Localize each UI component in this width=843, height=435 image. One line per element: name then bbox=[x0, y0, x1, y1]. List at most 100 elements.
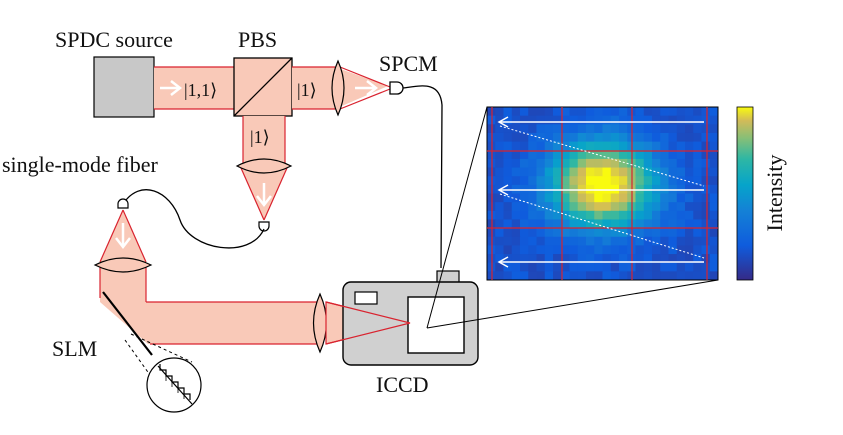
heatmap-cell bbox=[594, 236, 603, 246]
heatmap-cell bbox=[553, 124, 562, 134]
heatmap-cell bbox=[660, 254, 669, 264]
heatmap-cell bbox=[528, 107, 537, 117]
heatmap-cell bbox=[561, 132, 570, 143]
heatmap-cell bbox=[660, 219, 669, 229]
heatmap-cell bbox=[635, 254, 645, 264]
heatmap-cell bbox=[569, 262, 579, 272]
heatmap-cell bbox=[511, 141, 521, 151]
heatmap-cell bbox=[676, 115, 686, 125]
heatmap-cell bbox=[544, 254, 554, 264]
heatmap-cell bbox=[553, 271, 562, 280]
heatmap-cell bbox=[685, 132, 694, 143]
heatmap-cell bbox=[553, 176, 562, 186]
heatmap-cell bbox=[610, 210, 620, 220]
slm-panel bbox=[102, 291, 153, 356]
heatmap-cell bbox=[643, 176, 653, 186]
heatmap-cell bbox=[528, 271, 537, 280]
heatmap-cell bbox=[511, 132, 521, 143]
heatmap-cell bbox=[619, 254, 628, 264]
heatmap-cell bbox=[544, 236, 554, 246]
heatmap-cell bbox=[553, 132, 562, 143]
heatmap-cell bbox=[709, 132, 718, 143]
heatmap-cell bbox=[544, 219, 554, 229]
heatmap-cell bbox=[586, 176, 595, 186]
heatmap-cell bbox=[577, 228, 587, 238]
heatmap-cell bbox=[553, 202, 562, 212]
heatmap-cell bbox=[520, 262, 529, 272]
heatmap-cell bbox=[693, 115, 702, 125]
heatmap-cell bbox=[602, 107, 612, 117]
heatmap-cell bbox=[643, 254, 653, 264]
heatmap-cell bbox=[652, 167, 661, 177]
heatmap-cell bbox=[503, 141, 513, 151]
heatmap-cell bbox=[536, 271, 546, 280]
colorbar-label: Intensity bbox=[762, 155, 787, 232]
heatmap-cell bbox=[577, 115, 587, 125]
heatmap-cell bbox=[709, 184, 718, 194]
heatmap-cell bbox=[643, 167, 653, 177]
heatmap-cell bbox=[685, 167, 694, 177]
heatmap-cell bbox=[544, 202, 554, 212]
heatmap-cell bbox=[569, 202, 579, 212]
heatmap-cell bbox=[586, 124, 595, 134]
heatmap-cell bbox=[503, 210, 513, 220]
heatmap-cell bbox=[652, 271, 661, 280]
heatmap-cell bbox=[511, 202, 521, 212]
heatmap-cell bbox=[643, 115, 653, 125]
heatmap-cell bbox=[520, 124, 529, 134]
heatmap-cell bbox=[709, 158, 718, 169]
heatmap-cell bbox=[676, 176, 686, 186]
heatmap-cell bbox=[635, 132, 645, 143]
heatmap-cell bbox=[594, 271, 603, 280]
heatmap-cell bbox=[511, 236, 521, 246]
heatmap-cell bbox=[701, 262, 711, 272]
heatmap-cell bbox=[643, 219, 653, 229]
heatmap-cell bbox=[553, 228, 562, 238]
heatmap-cell bbox=[528, 176, 537, 186]
heatmap-cell bbox=[577, 158, 587, 169]
heatmap-cell bbox=[569, 115, 579, 125]
heatmap-cell bbox=[602, 176, 612, 186]
heatmap-cell bbox=[561, 228, 570, 238]
heatmap-cell bbox=[619, 150, 628, 160]
heatmap-cell bbox=[602, 210, 612, 220]
heatmap-cell bbox=[594, 124, 603, 134]
heatmap-cell bbox=[685, 210, 694, 220]
zoom-line-top bbox=[426, 106, 488, 329]
fiber-coupler-out bbox=[117, 198, 129, 209]
heatmap-cell bbox=[693, 202, 702, 212]
iccd-label: ICCD bbox=[376, 372, 429, 397]
heatmap-cell bbox=[495, 124, 504, 134]
heatmap-cell bbox=[520, 228, 529, 238]
heatmap-cell bbox=[553, 158, 562, 169]
heatmap-cell bbox=[503, 193, 513, 203]
heatmap-cell bbox=[528, 115, 537, 125]
heatmap-cell bbox=[619, 107, 628, 117]
heatmap-cell bbox=[685, 262, 694, 272]
heatmap-cell bbox=[586, 236, 595, 246]
heatmap-cell bbox=[635, 262, 645, 272]
heatmap-cell bbox=[660, 176, 669, 186]
heatmap-cell bbox=[594, 245, 603, 255]
heatmap-cell bbox=[536, 193, 546, 203]
heatmap-cell bbox=[511, 107, 521, 117]
heatmap-cell bbox=[619, 158, 628, 169]
heatmap-cell bbox=[536, 219, 546, 229]
heatmap-cell bbox=[544, 271, 554, 280]
heatmap-cell bbox=[676, 167, 686, 177]
heatmap-cell bbox=[528, 202, 537, 212]
heatmap-cell bbox=[693, 107, 702, 117]
heatmap-cell bbox=[668, 158, 678, 169]
iccd-heatmap bbox=[487, 107, 718, 280]
heatmap-cell bbox=[561, 202, 570, 212]
heatmap-cell bbox=[536, 210, 546, 220]
heatmap-cell bbox=[619, 236, 628, 246]
heatmap-cell bbox=[652, 132, 661, 143]
heatmap-cell bbox=[511, 150, 521, 160]
heatmap-cell bbox=[660, 236, 669, 246]
heatmap-cell bbox=[577, 107, 587, 117]
heatmap-cell bbox=[503, 202, 513, 212]
heatmap-cell bbox=[619, 115, 628, 125]
heatmap-cell bbox=[709, 262, 718, 272]
